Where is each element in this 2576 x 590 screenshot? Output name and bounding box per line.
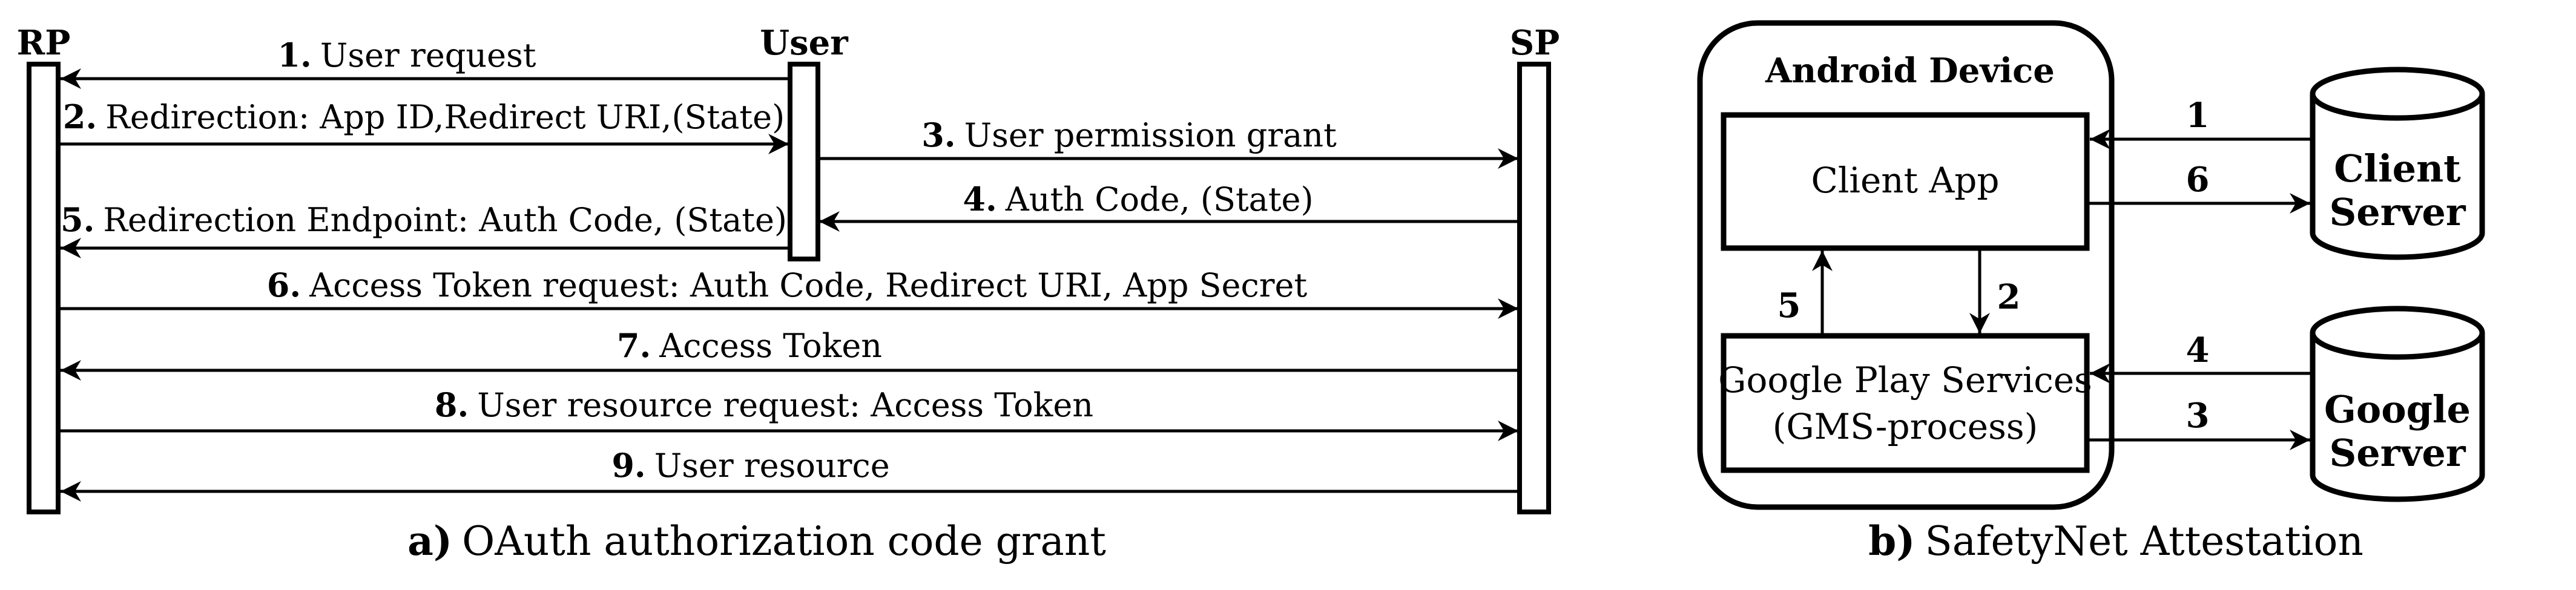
participant-sp-label: SP: [1510, 23, 1560, 63]
gms-label-line2: (GMS-process): [1773, 406, 2038, 447]
message-9-label: 9.User resource: [611, 446, 889, 485]
android-device-title: Android Device: [1765, 51, 2055, 91]
client-app-label: Client App: [1811, 160, 1999, 201]
participant-rp-label: RP: [17, 23, 71, 63]
message-8-label: 8.User resource request: Access Token: [435, 385, 1093, 424]
participant-user-label: User: [760, 23, 849, 63]
message-3-label: 3.User permission grant: [921, 116, 1337, 154]
oauth-diagram: RP User SP 1.User request 2.Redirection:…: [17, 23, 1560, 565]
arrow-5-label: 5: [1777, 286, 1801, 326]
caption-b: b)SafetyNet Attestation: [1868, 517, 2364, 565]
message-5-label: 5.Redirection Endpoint: Auth Code, (Stat…: [61, 200, 787, 239]
lifeline-user: [788, 62, 820, 261]
google-server-label-line1: Google: [2324, 387, 2471, 431]
lifeline-sp: [1517, 62, 1551, 514]
message-7-label: 7.Access Token: [617, 326, 882, 365]
caption-a: a)OAuth authorization code grant: [407, 517, 1106, 565]
client-server-label-line1: Client: [2334, 146, 2461, 191]
arrow-4-label: 4: [2186, 330, 2210, 370]
gms-box: [1721, 333, 2090, 473]
client-server-label-line2: Server: [2329, 190, 2466, 234]
message-1-label: 1.User request: [277, 36, 536, 74]
lifeline-rp: [27, 62, 61, 514]
arrow-1-label: 1: [2186, 96, 2210, 136]
google-server-label-line2: Server: [2329, 431, 2466, 475]
gms-label-line1: Google Play Services: [1718, 359, 2092, 401]
message-4-label: 4.Auth Code, (State): [963, 180, 1313, 218]
client-server-cylinder: [2310, 67, 2485, 260]
arrow-3-label: 3: [2186, 396, 2210, 436]
arrow-2-label: 2: [1997, 277, 2021, 317]
arrow-6-label: 6: [2186, 160, 2210, 200]
message-2-label: 2.Redirection: App ID,Redirect URI,(Stat…: [63, 97, 785, 136]
message-6-label: 6.Access Token request: Auth Code, Redir…: [267, 266, 1308, 304]
safetynet-diagram: Android Device Client App Google Play Se…: [1697, 20, 2485, 565]
client-app-box: [1721, 112, 2090, 251]
google-server-cylinder: [2310, 306, 2485, 502]
